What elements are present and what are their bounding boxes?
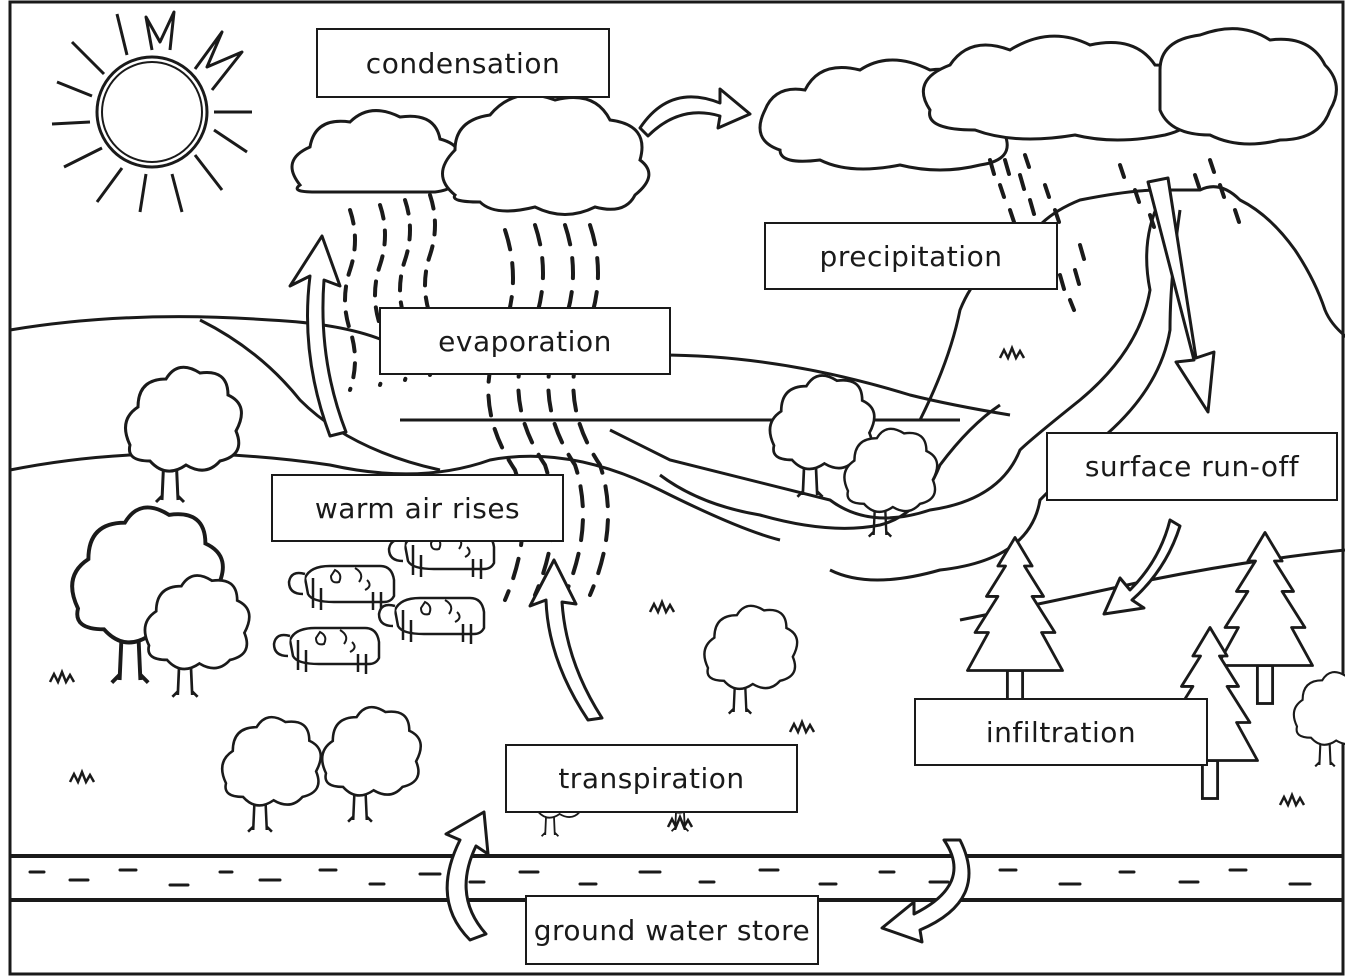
arrow-icon (288, 234, 348, 438)
arrow-icon (880, 838, 971, 944)
condensation-label: condensation (316, 28, 610, 98)
arrow-icon (638, 87, 752, 138)
precipitation-label: precipitation (764, 222, 1058, 290)
cloud-icon (290, 93, 651, 216)
sun-icon (51, 10, 252, 213)
transpiration-label: transpiration (505, 744, 798, 813)
arrow-icon (528, 558, 604, 722)
arrow-icon (444, 810, 490, 942)
ground-water-layer (10, 854, 1343, 902)
cloud-icon (758, 27, 1338, 172)
infiltration-label: infiltration (914, 698, 1208, 766)
evaporation-label: evaporation (379, 307, 671, 375)
arrow-icon (1102, 518, 1182, 616)
cow-icon (272, 531, 496, 676)
surface-runoff-label: surface run-off (1046, 432, 1338, 501)
ground-water-store-label: ground water store (525, 895, 819, 965)
arrow-icon (1146, 176, 1216, 414)
warm-air-rises-label: warm air rises (271, 474, 564, 542)
